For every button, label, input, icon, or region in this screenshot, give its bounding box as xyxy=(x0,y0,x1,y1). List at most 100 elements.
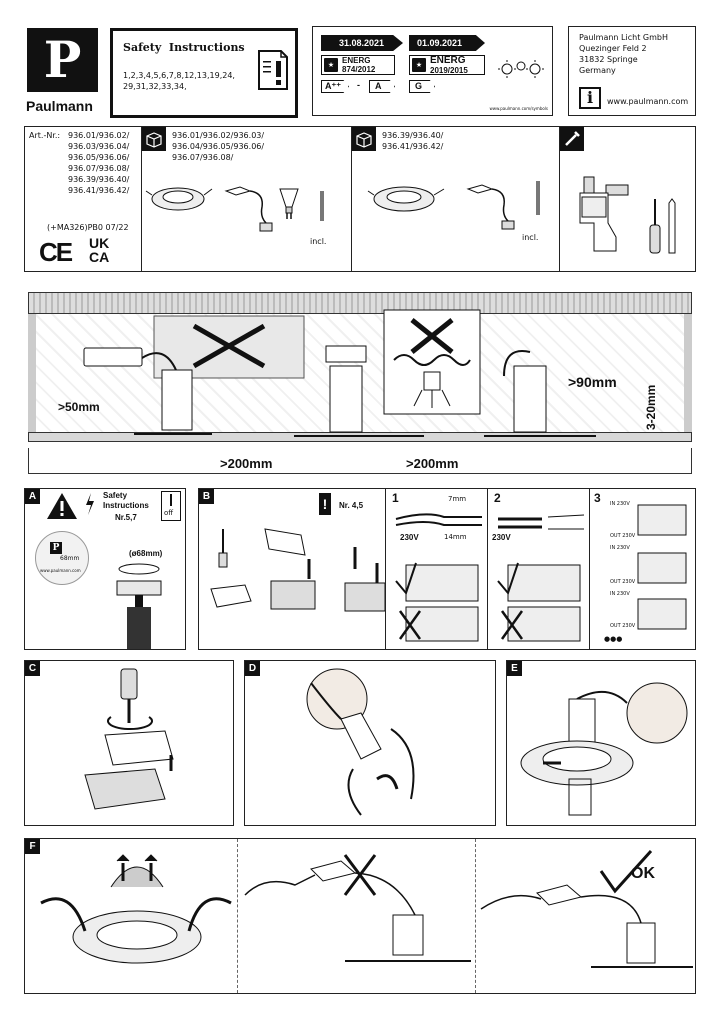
step-b-panel: B ! Nr. 4,5 1 7mm 14mm 230V 2 230V xyxy=(198,488,696,650)
no-covering-icon xyxy=(383,309,481,415)
insert-bulb-illustration xyxy=(306,668,415,816)
step-b1-number: 1 xyxy=(392,491,399,505)
energy-label-old: ★ ENERG 874/2012 xyxy=(321,55,395,75)
brand-box: P Paulmann xyxy=(24,26,103,119)
contents-1-line-3: 936.07/936.08/ xyxy=(172,153,234,162)
step-a-safety-word2: Instructions xyxy=(103,501,149,510)
daisy-more: ●●● xyxy=(604,635,623,643)
dim-90mm: >90mm xyxy=(568,374,617,390)
company-city: 31832 Springe xyxy=(579,55,638,64)
driver-box-illustration xyxy=(466,184,515,230)
open-driver-illustration xyxy=(210,528,386,612)
step-b-label: B xyxy=(199,489,214,504)
daisy-out-1: OUT 230V xyxy=(610,533,636,539)
floor-line xyxy=(28,448,692,474)
article-4: 936.07/936.08/ xyxy=(68,164,130,173)
date-new-arrow: 01.09.2021 xyxy=(409,35,485,51)
fixture-middle xyxy=(294,345,424,437)
step-c-panel: C xyxy=(24,660,234,826)
ukca-mark-top: UK xyxy=(89,235,110,251)
warning-triangle-icon xyxy=(47,493,77,519)
fit-bulb-illustration xyxy=(520,682,688,816)
energy-class-old-a: A⁺⁺ xyxy=(321,80,349,93)
step-a-hole-small: 68mm xyxy=(60,555,80,562)
daisy-out-2: OUT 230V xyxy=(610,579,636,585)
power-off-icon: off xyxy=(161,491,181,521)
daisy-out-3: OUT 230V xyxy=(610,623,636,629)
tools-icon xyxy=(560,127,584,151)
energy-symbols-icon xyxy=(498,60,544,78)
hole-saw-illustration xyxy=(116,563,162,649)
company-name: Paulmann Licht GmbH xyxy=(579,33,668,42)
drill-with-hole-saw-icon xyxy=(579,176,629,252)
fixture-left xyxy=(83,347,212,435)
energy-new-reg: 2019/2015 xyxy=(430,66,468,75)
ce-mark: CE xyxy=(39,237,73,267)
fixture-right xyxy=(484,350,596,437)
ceiling-installation-diagram: >50mm >90mm 3-20mm >200mm >200mm xyxy=(24,290,696,476)
step-d-panel: D xyxy=(244,660,496,826)
mini-logo: P xyxy=(50,542,62,554)
step-e-panel: E xyxy=(506,660,696,826)
divider xyxy=(475,839,476,993)
step-b3-panel: 3 IN 230V OUT 230V IN 230V OUT 230V IN 2… xyxy=(589,489,695,649)
strip-7mm: 7mm xyxy=(448,495,467,503)
contents-1-line-1: 936.01/936.02/936.03/ xyxy=(172,131,265,140)
strip-14mm: 14mm xyxy=(444,533,467,541)
daisy-chain-illustration xyxy=(637,504,687,630)
screwdriver-icon xyxy=(649,199,661,254)
contents-2-panel: 936.39/936.40/ 936.41/936.42/ incl. xyxy=(351,127,557,271)
wire-strip-illustration xyxy=(395,513,482,642)
divider xyxy=(237,839,238,993)
article-2: 936.03/936.04/ xyxy=(68,142,130,151)
step-a-panel: A Safety Instructions Nr.5,7 off P 68mm … xyxy=(24,488,186,650)
step-f-label: F xyxy=(25,839,40,854)
safety-title: Safety Instructions xyxy=(123,41,245,54)
wrong-cable-position-illustration xyxy=(244,854,471,962)
company-country: Germany xyxy=(579,66,616,75)
info-icon: i xyxy=(579,87,601,109)
paulmann-logo: P xyxy=(27,28,98,92)
daisy-in-2: IN 230V xyxy=(610,545,630,551)
wire-insert-illustration xyxy=(497,514,585,642)
daisy-in-3: IN 230V xyxy=(610,591,630,597)
energy-class-sep: - xyxy=(357,80,360,90)
safety-pages-1: 1,2,3,4,5,6,7,8,12,13,19,24, xyxy=(123,71,235,80)
dim-3-20mm: 3-20mm xyxy=(644,384,658,430)
step-b2-volt: 230V xyxy=(492,533,511,542)
energy-label-box: 31.08.2021 01.09.2021 ★ ENERG 874/2012 ★… xyxy=(312,26,553,116)
safety-instructions-box: Safety Instructions 1,2,3,4,5,6,7,8,12,1… xyxy=(110,28,298,118)
safety-pages-2: 29,31,32,33,34, xyxy=(123,82,187,91)
step-a-safety-word: Safety xyxy=(103,491,128,500)
contents-2-incl: incl. xyxy=(522,233,539,242)
step-b1-volt: 230V xyxy=(400,533,419,542)
recessed-light-illustration xyxy=(145,187,213,211)
contents-1-incl: incl. xyxy=(310,237,327,246)
step-b-ref: Nr. 4,5 xyxy=(339,501,364,510)
company-street: Quezinger Feld 2 xyxy=(579,44,647,53)
article-code: (+MA326)PB0 07/22 xyxy=(47,223,129,232)
article-1: 936.01/936.02/ xyxy=(68,131,130,140)
pencil-icon xyxy=(668,198,676,254)
energy-old-word: ENERG xyxy=(342,56,371,65)
contents-1-line-2: 936.04/936.05/936.06/ xyxy=(172,142,265,151)
article-6: 936.41/936.42/ xyxy=(68,186,130,195)
article-3: 936.05/936.06/ xyxy=(68,153,130,162)
company-website[interactable]: www.paulmann.com xyxy=(607,97,689,106)
articles-box: Art.-Nr.: 936.01/936.02/ 936.03/936.04/ … xyxy=(24,126,696,272)
no-insulation-contact-icon xyxy=(153,315,305,379)
article-5: 936.39/936.40/ xyxy=(68,175,130,184)
document-warning-icon xyxy=(258,50,288,90)
spring-clip-illustration xyxy=(536,181,540,215)
ceiling-insulation xyxy=(28,292,692,314)
step-b2-number: 2 xyxy=(494,491,501,505)
tools-panel xyxy=(559,127,696,271)
ok-text: OK xyxy=(631,865,655,882)
dim-200mm-a: >200mm xyxy=(220,456,273,471)
package-icon xyxy=(352,127,376,151)
high-voltage-icon xyxy=(86,493,94,515)
correct-cable-position-illustration xyxy=(480,849,693,968)
contents-1-panel: 936.01/936.02/936.03/ 936.04/936.05/936.… xyxy=(141,127,347,271)
contents-2-line-2: 936.41/936.42/ xyxy=(382,142,444,151)
daisy-in-1: IN 230V xyxy=(610,501,630,507)
